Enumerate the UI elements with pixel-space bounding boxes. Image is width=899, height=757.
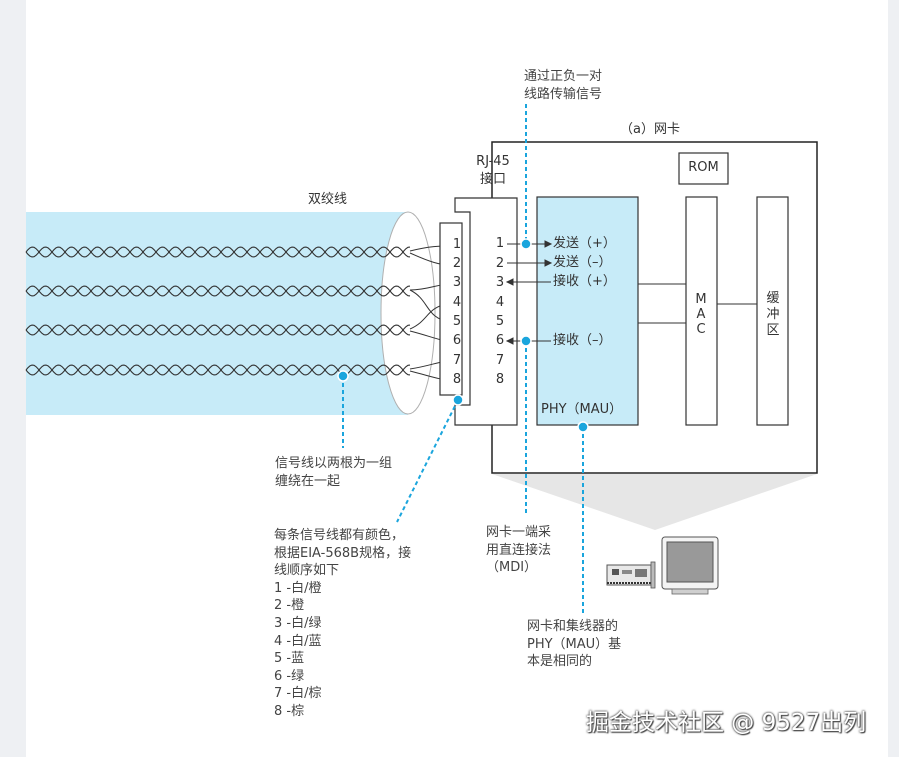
annotation-line: PHY（MAU）基 [527,636,622,652]
signal-rx-plus: 接收（+） [553,274,616,289]
rom-label: ROM [688,160,719,175]
right-margin-strip [888,0,899,757]
annotation-line: 用直连接法 [486,542,552,558]
cable-pin-4: 4 [452,295,462,310]
phy-block [536,196,639,426]
twisted-wire [25,285,411,297]
twisted-wire [25,324,411,336]
cable-pin-5: 5 [452,314,462,329]
color-order-item: 7 -白/棕 [274,686,322,702]
twisted-wire [25,246,411,258]
jack-pin-2: 2 [495,256,505,271]
annotation-colors: 每条信号线都有颜色， 根据EIA-568B规格，接 线顺序如下 1 -白/橙 2… [274,527,411,721]
annotation-line: 网卡和集线器的 [527,619,619,634]
color-order-item: 1 -白/橙 [274,580,322,596]
rj45-label-line2: 接口 [479,172,506,187]
buffer-char: 区 [766,323,780,338]
twisted-wire [25,246,411,258]
rom-block [678,152,729,185]
jack-pin-7: 7 [495,353,505,368]
buffer-block [756,196,789,426]
buffer-label: 缓 冲 区 [766,291,780,339]
jack-pin-5: 5 [495,314,505,329]
annotation-line: 本是相同的 [527,654,593,670]
twisted-pair-label: 双绞线 [308,192,348,207]
twisted-wire [25,324,411,336]
watermark: 掘金技术社区 @ 9527出列 [586,710,867,736]
color-order-item: 2 -橙 [274,598,305,614]
twisted-wires [25,246,411,376]
twisted-wire [25,285,411,297]
annotation-line: 信号线以两根为一组 [275,456,393,471]
cable-pin-8: 8 [452,372,462,387]
cable-end-ellipse [380,211,436,415]
buffer-char: 冲 [766,307,780,322]
jack-pin-1: 1 [495,236,505,251]
annotation-line: 缠绕在一起 [275,473,341,489]
cable-body [26,212,408,415]
signal-tx-plus: 发送（+） [553,236,616,251]
rj45-jack [454,197,518,426]
jack-pin-3: 3 [495,275,505,290]
nic-title: （a）网卡 [620,122,680,137]
annotation-line: 线顺序如下 [274,563,340,579]
jack-pin-8: 8 [495,372,505,387]
leader-lines [342,104,584,615]
color-order-item: 3 -白/绿 [274,615,322,631]
plug-connector [439,222,463,396]
twisted-wire [25,364,411,376]
phy-label: PHY（MAU） [541,402,623,417]
color-order-item: 4 -白/蓝 [274,633,322,649]
left-margin-strip [0,0,26,757]
signal-tx-minus: 发送（–） [553,255,612,270]
annotation-phy-same: 网卡和集线器的 PHY（MAU）基 本是相同的 [527,618,621,671]
annotation-pairs: 信号线以两根为一组 缠绕在一起 [275,455,392,490]
cable-pin-7: 7 [452,353,462,368]
cable-pin-1: 1 [452,237,462,252]
signal-rx-minus: 接收（–） [553,333,612,348]
annotation-line: 每条信号线都有颜色， [274,528,405,543]
annotation-line: 线路传输信号 [524,86,603,102]
cable-pin-3: 3 [452,275,462,290]
mac-char: A [696,307,706,322]
cable-pin-2: 2 [452,256,462,271]
projection-wedge [492,474,817,530]
color-order-item: 8 -棕 [274,703,305,719]
cable-pin-6: 6 [452,333,462,348]
leader-dots [337,238,589,433]
annotation-differential: 通过正负一对 线路传输信号 [524,68,602,103]
color-order-item: 6 -绿 [274,668,305,684]
annotation-line: 根据EIA-568B规格，接 [274,545,412,561]
annotation-mdi: 网卡一端采 用直连接法 （MDI） [486,524,551,577]
computer-illustration [606,536,719,595]
color-order-item: 5 -蓝 [274,651,305,667]
annotation-line: 通过正负一对 [524,69,603,84]
jack-pin-6: 6 [495,333,505,348]
mac-label: M A C [694,292,708,337]
jack-pin-4: 4 [495,295,505,310]
annotation-line: （MDI） [486,560,538,576]
signal-arrows [505,240,553,345]
rj45-label-line1: RJ-45 [476,154,510,169]
annotation-line: 网卡一端采 [486,525,552,540]
internal-links [638,283,757,324]
mac-char: C [696,322,706,337]
buffer-char: 缓 [766,291,780,306]
mac-block [685,196,718,426]
mac-char: M [695,292,707,307]
